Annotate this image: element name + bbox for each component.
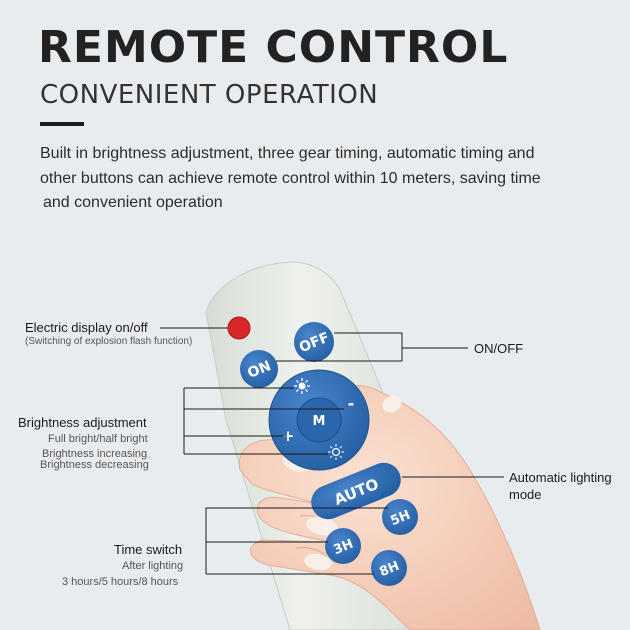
callout-lines — [160, 327, 504, 575]
on-button[interactable]: ON — [240, 350, 278, 388]
time-switch-label: Time switch — [114, 542, 183, 557]
full-bright-button[interactable] — [294, 378, 310, 394]
description: Built in brightness adjustment, three ge… — [40, 142, 580, 216]
brightness-increase-button[interactable]: + — [282, 427, 295, 445]
electric-display-label: Electric display on/off — [25, 320, 148, 335]
off-button[interactable]: OFF — [294, 322, 334, 362]
dim-sun-icon — [328, 444, 344, 460]
page-title: REMOTE CONTROL — [38, 22, 509, 73]
brightness-decrease-button[interactable]: - — [348, 394, 355, 413]
description-line: and convenient operation — [43, 194, 223, 211]
mode-button[interactable]: M — [301, 402, 337, 438]
description-line: Built in brightness adjustment, three ge… — [40, 145, 535, 162]
on-off-label: ON/OFF — [474, 341, 524, 356]
auto-mode-label: mode — [509, 487, 542, 502]
electric-display-note: (Switching of explosion flash function) — [25, 336, 193, 347]
title-divider — [40, 122, 84, 126]
timer-5h-button[interactable]: 5H — [382, 499, 418, 535]
timer-8h-label: 8H — [378, 559, 402, 580]
brightness-dpad — [268, 369, 370, 471]
description-line: other buttons can achieve remote control… — [40, 169, 541, 187]
minus-label: - — [348, 394, 355, 413]
auto-mode-label: Automatic lighting — [509, 470, 612, 485]
timer-3h-label: 3H — [332, 537, 356, 558]
timer-5h-label: 5H — [389, 508, 413, 529]
brightness-line: Full bright/half bright — [48, 433, 148, 445]
mode-button-label: M — [313, 414, 326, 429]
timer-3h-button[interactable]: 3H — [325, 528, 361, 564]
sun-icon — [294, 378, 310, 394]
timer-8h-button[interactable]: 8H — [371, 550, 407, 586]
brightness-line: Brightness decreasing — [40, 459, 149, 471]
plus-label: + — [282, 427, 295, 445]
time-switch-line: 3 hours/5 hours/8 hours — [62, 576, 179, 588]
brightness-line: Brightness increasing — [42, 448, 148, 460]
brightness-label: Brightness adjustment — [18, 415, 147, 430]
half-bright-button[interactable] — [328, 444, 344, 460]
page-subtitle: CONVENIENT OPERATION — [40, 80, 379, 110]
electric-display-indicator — [227, 316, 251, 340]
time-switch-line: After lighting — [122, 560, 184, 572]
